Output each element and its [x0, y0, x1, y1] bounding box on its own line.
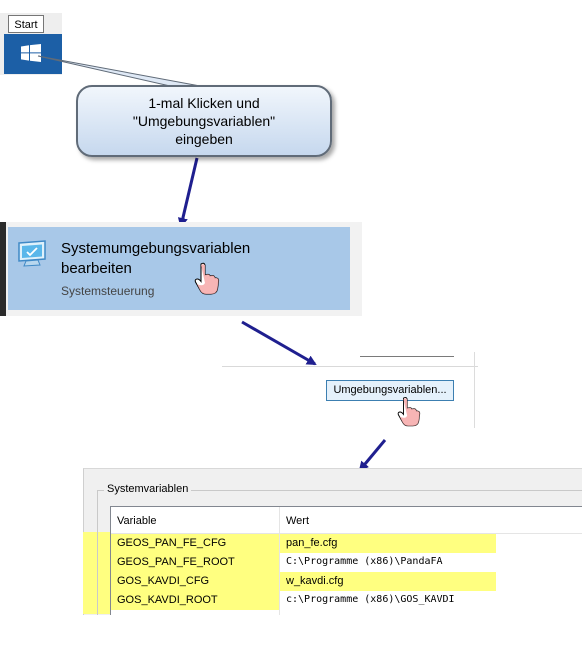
- row-highlight: [280, 572, 496, 591]
- search-result-title: Systemumgebungsvariablen bearbeiten: [61, 240, 251, 277]
- row-value-box: [280, 553, 496, 572]
- arrow-callout-to-result: [177, 157, 199, 228]
- column-header-variable[interactable]: Variable: [117, 515, 157, 527]
- search-result-subtitle: Systemsteuerung: [61, 284, 155, 298]
- arrow-button-to-table: [358, 439, 387, 472]
- variable-name: GOS_KAVDI_CFG: [117, 575, 210, 587]
- row-highlight: [111, 553, 279, 572]
- variable-value: pan_fe.cfg: [286, 537, 338, 549]
- windows-logo-icon: [21, 44, 41, 62]
- system-variables-label: Systemvariablen: [104, 483, 192, 495]
- start-button[interactable]: [4, 34, 62, 74]
- callout-pointer: [37, 55, 201, 87]
- row-highlight: [111, 534, 279, 553]
- hand-cursor-icon: [194, 262, 220, 295]
- dialog-field-edge: [360, 352, 454, 357]
- system-variables-group: [97, 490, 582, 615]
- environment-variables-button[interactable]: Umgebungsvariablen...: [326, 380, 454, 401]
- dialog-scroll-edge: [474, 352, 481, 428]
- table-header: Variable Wert: [111, 507, 582, 534]
- arrow-result-to-button: [241, 320, 317, 366]
- variable-value: C:\Programme (x86)\PandaFA: [286, 556, 443, 567]
- monitor-icon: [16, 240, 48, 275]
- variable-value: w_kavdi.cfg: [286, 575, 344, 587]
- column-header-value[interactable]: Wert: [286, 515, 310, 527]
- variable-value: c:\Programme (x86)\GOS_KAVDI: [286, 594, 455, 605]
- table-row[interactable]: GOS_KAVDI_CFG w_kavdi.cfg: [111, 572, 582, 591]
- system-variables-table[interactable]: Variable Wert GEOS_PAN_FE_CFG pan_fe.cfg…: [110, 506, 582, 615]
- row-highlight: [280, 534, 496, 553]
- row-highlight: [111, 591, 279, 610]
- search-panel-edge: [0, 222, 6, 316]
- table-row[interactable]: GEOS_PAN_FE_CFG pan_fe.cfg: [111, 534, 582, 553]
- variable-name: GEOS_PAN_FE_CFG: [117, 537, 227, 549]
- table-row[interactable]: GEOS_PAN_FE_ROOT C:\Programme (x86)\Pand…: [111, 553, 582, 572]
- hand-cursor-icon: [397, 396, 421, 427]
- row-highlight-band: [83, 532, 110, 614]
- variable-name: GEOS_PAN_FE_ROOT: [117, 556, 235, 568]
- row-value-box: [280, 591, 496, 610]
- table-row[interactable]: GOS_KAVDI_ROOT c:\Programme (x86)\GOS_KA…: [111, 591, 582, 610]
- dialog-fragment: [222, 352, 478, 367]
- row-highlight: [111, 572, 279, 591]
- variable-name: GOS_KAVDI_ROOT: [117, 594, 218, 606]
- instruction-callout: 1-mal Klicken und "Umgebungsvariablen" e…: [76, 85, 332, 157]
- search-result-env-vars[interactable]: [8, 227, 350, 310]
- start-tooltip: Start: [8, 15, 44, 33]
- column-divider[interactable]: [279, 507, 280, 615]
